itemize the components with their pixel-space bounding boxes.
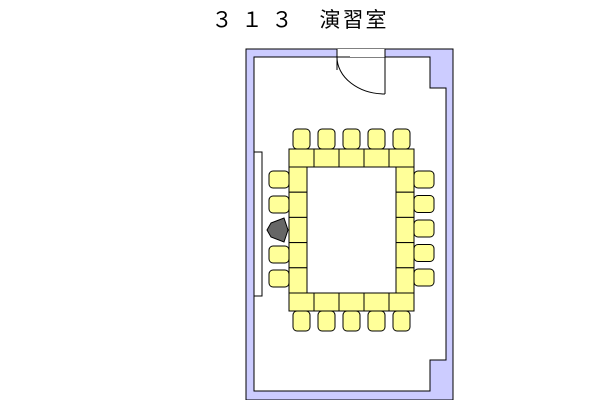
door-arc	[336, 56, 386, 95]
room-number: ３１３	[211, 8, 302, 32]
door-swing-icon	[336, 49, 386, 95]
chair-icon	[268, 245, 290, 264]
table-segment-icon	[288, 166, 308, 193]
table-segment-icon	[313, 148, 340, 168]
chair-icon	[292, 128, 311, 150]
chair-icon	[317, 128, 336, 150]
chair-icon	[268, 195, 290, 214]
chair-icon	[342, 128, 361, 150]
table-segment-icon	[288, 292, 315, 312]
table-segment-icon	[288, 242, 308, 269]
table-segment-icon	[288, 191, 308, 218]
chair-icon	[392, 310, 411, 332]
lectern-icon	[266, 217, 289, 243]
table-segment-icon	[388, 292, 415, 312]
table-segment-icon	[395, 166, 415, 193]
whiteboard-icon	[253, 151, 263, 297]
chair-icon	[392, 128, 411, 150]
chair-icon	[292, 310, 311, 332]
table-segment-icon	[388, 148, 415, 168]
table-segment-icon	[395, 191, 415, 218]
table-segment-icon	[288, 216, 308, 244]
table-segment-icon	[363, 292, 390, 312]
chair-icon	[268, 269, 290, 288]
table-segment-icon	[363, 148, 390, 168]
table-segment-icon	[288, 148, 315, 168]
table-segment-icon	[395, 216, 415, 244]
chair-icon	[268, 170, 290, 189]
table-segment-icon	[395, 267, 415, 294]
table-segment-icon	[313, 292, 340, 312]
chair-icon	[367, 310, 386, 332]
table-segment-icon	[338, 292, 365, 312]
table-segment-icon	[338, 148, 365, 168]
room-name: 演習室	[319, 8, 389, 32]
chairs	[268, 128, 435, 332]
room-title: ３１３ 演習室	[0, 4, 600, 34]
tables	[288, 148, 415, 312]
chair-icon	[342, 310, 361, 332]
chair-icon	[413, 170, 435, 189]
chair-icon	[413, 195, 435, 213]
chair-icon	[367, 128, 386, 150]
table-segment-icon	[288, 267, 308, 294]
chair-icon	[413, 219, 435, 238]
chair-icon	[317, 310, 336, 332]
table-segment-icon	[395, 242, 415, 269]
chair-icon	[413, 268, 435, 287]
chair-icon	[413, 244, 435, 262]
